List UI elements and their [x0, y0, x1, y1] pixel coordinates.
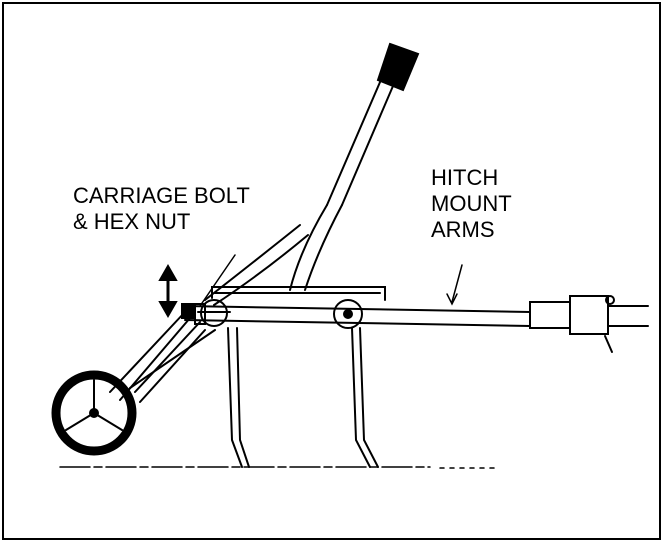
adjust-arrow [158, 263, 178, 319]
wheel [51, 370, 137, 456]
carriage-bolt-label: CARRIAGE BOLT & HEX NUT [73, 183, 250, 234]
frame-bar [184, 295, 649, 353]
rear-bolt [333, 299, 363, 329]
hitch-mount-arms-label: HITCH MOUNT ARMS [431, 165, 512, 242]
tines [227, 327, 379, 468]
bracket [211, 286, 386, 301]
leader-lines [199, 254, 463, 307]
wheel-struts [109, 311, 216, 403]
ground-line [59, 466, 501, 469]
handle [204, 42, 420, 306]
carriage-bolt [181, 299, 231, 327]
